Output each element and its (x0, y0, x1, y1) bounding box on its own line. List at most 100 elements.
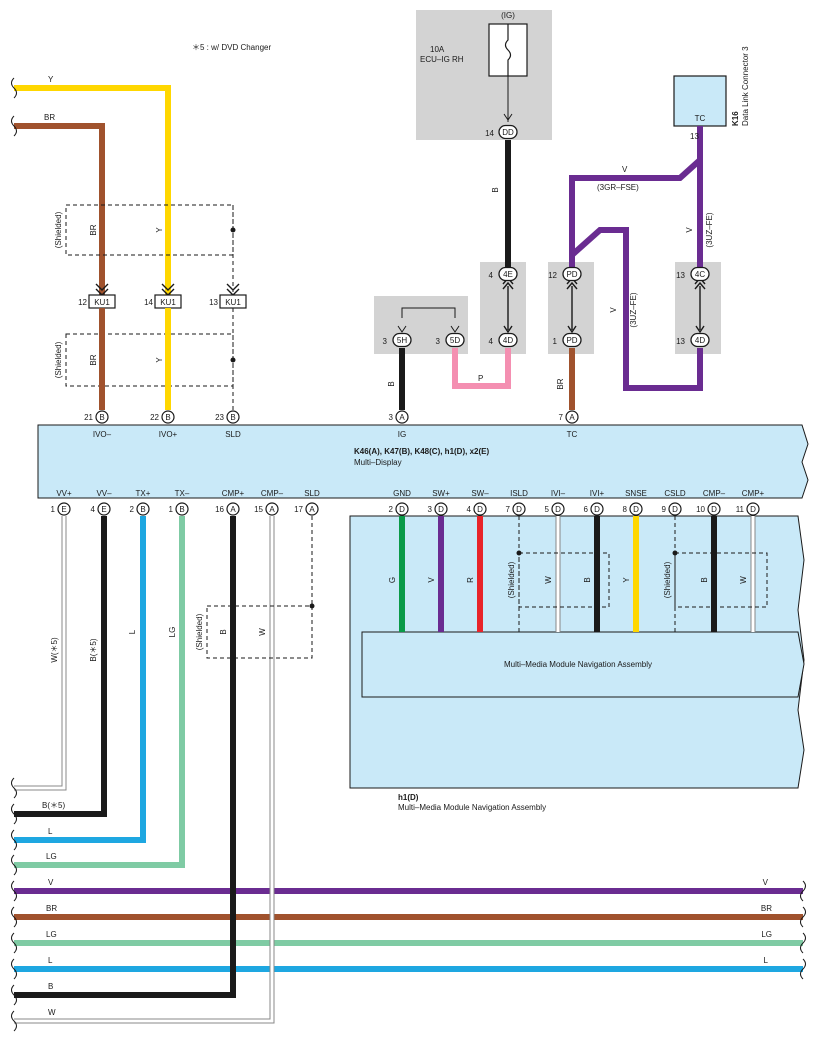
ku1-label-3: KU1 (225, 298, 241, 307)
wire-label-y-mid: Y (155, 357, 164, 363)
top-pin-name-1: IVO+ (159, 430, 178, 439)
left-break-3 (11, 854, 17, 876)
left-label-br: BR (44, 113, 55, 122)
wire-label-br-mid: BR (89, 354, 98, 365)
jb-conn-1-label: 4E (503, 270, 513, 279)
top-pin-name-4: TC (567, 430, 578, 439)
left-break-1 (11, 803, 17, 825)
label-v-sw: V (427, 577, 436, 583)
wire-label-v-3gr: V (622, 165, 628, 174)
bottom-pin-name-3: TX– (175, 489, 190, 498)
top-pin-3-label: A (399, 413, 405, 422)
top-pin-num-1: 22 (150, 413, 159, 422)
bottom-pin-num-1: 4 (91, 505, 96, 514)
top-pin-num-0: 21 (84, 413, 93, 422)
nav-inner-box (361, 631, 805, 698)
bottom-pin-16-circle (746, 502, 760, 516)
label-b-ivi: B (583, 577, 592, 582)
bottom-pin-num-14: 9 (662, 505, 667, 514)
lb-l: L (48, 827, 53, 836)
ku1-pin-1: 12 (78, 298, 87, 307)
bottom-pin-name-0: VV+ (56, 489, 72, 498)
fuse-ig: (IG) (501, 11, 515, 20)
ja-conn-1-circle (392, 332, 412, 348)
bottom-pin-name-8: SW+ (432, 489, 450, 498)
bottom-pin-name-12: IVI+ (590, 489, 605, 498)
bottom-pin-num-4: 16 (215, 505, 224, 514)
top-pin-4-circle (565, 410, 579, 424)
break-y (11, 77, 17, 99)
jc-conn-2-circle (562, 332, 582, 348)
csld-junction (672, 550, 678, 556)
jd-conn-2-circle (690, 332, 710, 348)
left-break-6 (11, 932, 17, 954)
bottom-pin-15-circle (707, 502, 721, 516)
sld-junction-top (230, 227, 236, 233)
jc-conn-1-label: PD (566, 270, 577, 279)
lb-br: BR (46, 904, 57, 913)
jc-pin-1: 12 (548, 271, 557, 280)
bottom-pin-8-label: D (438, 505, 444, 514)
jd-conn-2-label: 4D (695, 336, 705, 345)
ku1-pin-2: 14 (144, 298, 153, 307)
left-break-8 (11, 984, 17, 1006)
top-pin-name-2: SLD (225, 430, 241, 439)
bottom-pin-num-8: 3 (428, 505, 433, 514)
left-break-4 (11, 880, 17, 902)
top-pin-num-4: 7 (559, 413, 564, 422)
isld-junction (516, 550, 522, 556)
bottom-pin-3-label: B (179, 505, 184, 514)
ja-conn-1-label: 5H (397, 336, 407, 345)
bottom-pin-num-10: 7 (506, 505, 511, 514)
top-pin-name-3: IG (398, 430, 406, 439)
wire-label-v-3uz2: V (609, 307, 618, 313)
label-b-cmp2: B (700, 577, 709, 582)
bottom-pin-14-label: D (672, 505, 678, 514)
bottom-pin-num-13: 8 (623, 505, 628, 514)
bottom-pin-15-label: D (711, 505, 717, 514)
bottom-pin-name-6: SLD (304, 489, 320, 498)
rb-l: L (764, 956, 769, 965)
bottom-pin-11-circle (551, 502, 565, 516)
rb-v: V (763, 878, 769, 887)
nav-inner-label: Multi–Media Module Navigation Assembly (504, 660, 652, 669)
bottom-pin-name-11: IVI– (551, 489, 566, 498)
top-pin-3-circle (395, 410, 409, 424)
right-breaks (800, 880, 806, 980)
bottom-pin-num-11: 5 (545, 505, 550, 514)
wire-w-cmp (14, 516, 274, 1023)
shielded-label-top: (Shielded) (54, 211, 63, 248)
bottom-pin-name-16: CMP+ (742, 489, 765, 498)
bottom-pin-name-4: CMP+ (222, 489, 245, 498)
top-pin-1-circle (161, 410, 175, 424)
bottom-pin-0-label: E (61, 505, 66, 514)
label-w-cmp: W (258, 628, 267, 636)
wire-v-3gr (569, 157, 703, 268)
bottom-pin-7-circle (395, 502, 409, 516)
bottom-pin-name-7: GND (393, 489, 411, 498)
left-break-2 (11, 829, 17, 851)
top-pin-name-0: IVO– (93, 430, 112, 439)
ku1-pin-3: 13 (209, 298, 218, 307)
display-pin-text: 21IVO–22IVO+23SLD3IG7TC1VV+4VV–2TX+1TX–1… (51, 413, 765, 514)
bottom-pin-10-label: D (516, 505, 522, 514)
fuse-conn-circle (498, 124, 518, 140)
bottom-pin-13-circle (629, 502, 643, 516)
wire-label-y-top: Y (155, 227, 164, 233)
bottom-pin-1-circle (97, 502, 111, 516)
label-w-ivi: W (544, 576, 553, 584)
wire-b-cmp (14, 516, 236, 998)
fuse-pin: 14 (485, 129, 494, 138)
shielded-label-cmp: (Shielded) (195, 613, 204, 650)
fuse-name: ECU–IG RH (420, 55, 464, 64)
bottom-pin-num-15: 10 (696, 505, 705, 514)
display-subtitle: Multi–Display (354, 458, 402, 467)
lb-b5: B(＊5) (42, 801, 65, 810)
right-break-2 (800, 932, 806, 954)
fuse-box (416, 10, 552, 140)
ja-pin-2: 3 (436, 337, 441, 346)
bottom-pin-9-label: D (477, 505, 483, 514)
nav-code: h1(D) (398, 793, 419, 802)
